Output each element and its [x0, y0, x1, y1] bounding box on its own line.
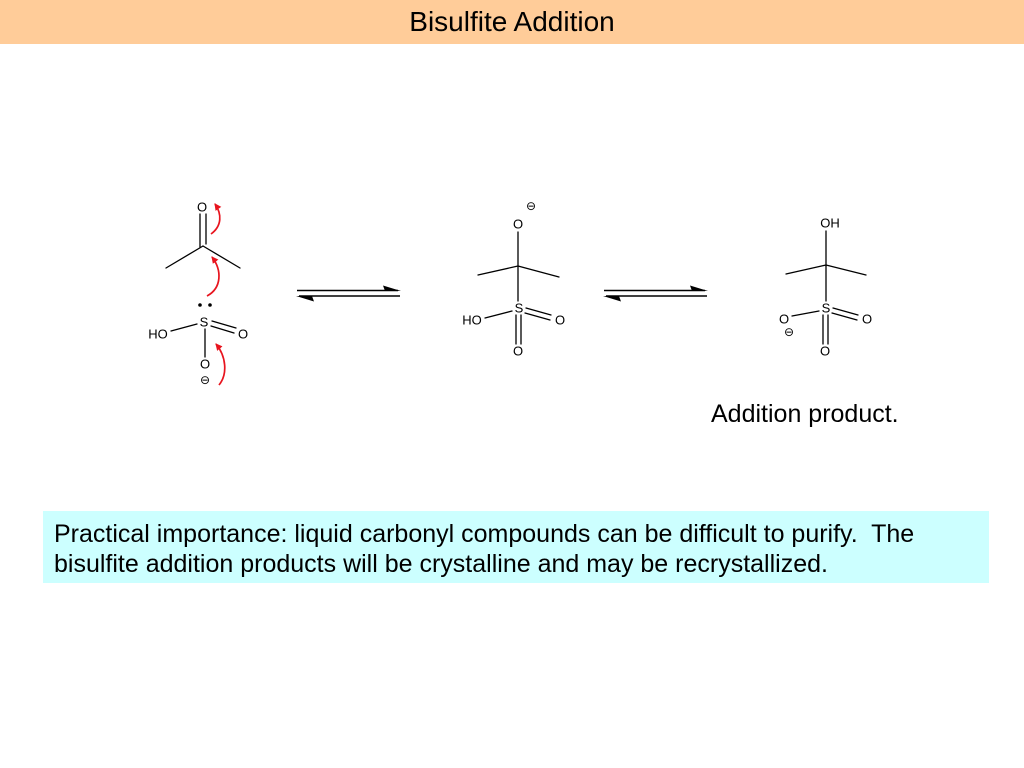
carbonyl-oxygen-label: O: [197, 200, 207, 215]
forward-arrow-head: [690, 285, 708, 291]
anion-oxygen-label: O: [779, 312, 789, 327]
methyl-bond-right: [202, 245, 241, 269]
hydroxyl-label: HO: [148, 327, 168, 342]
sulfonyl-oxygen-bottom-label: O: [513, 344, 523, 359]
s-o-right-double-bond-line-2: [831, 312, 858, 321]
sulfur-label: S: [515, 301, 524, 316]
o-s-bond: [791, 310, 820, 317]
curved-arrow-lone-pair-to-carbon: [206, 256, 220, 297]
sulfur-label: S: [200, 315, 209, 330]
equilibrium-arrows-2: [603, 285, 708, 302]
ho-s-bond: [484, 310, 513, 319]
sulfonyl-oxygen-bottom-label: O: [820, 344, 830, 359]
alkoxide-oxygen-label: O: [513, 217, 523, 232]
ho-s-bond: [170, 323, 198, 332]
curved-arrow-pi-to-oxygen: [210, 203, 222, 235]
negative-charge-icon: ⊖: [200, 373, 210, 387]
s-o-right-double-bond-line-2: [524, 312, 551, 321]
sulfonyl-oxygen-right-label: O: [862, 312, 872, 327]
reactant-structure: O S HO O O ⊖: [148, 200, 248, 388]
curved-arrow-oxyanion-to-sulfur: [215, 343, 226, 386]
sulfur-label: S: [822, 301, 831, 316]
s-o-right-double-bond-line-1: [832, 307, 859, 316]
s-o-double-bond-line-1: [211, 320, 237, 329]
methyl-bond-right: [517, 265, 560, 278]
product-caption: Addition product.: [711, 400, 899, 428]
negative-charge-icon: ⊖: [526, 199, 536, 213]
s-o-double-bond-line-2: [210, 325, 235, 334]
reverse-arrow-head: [296, 296, 314, 302]
equilibrium-arrows-1: [296, 285, 401, 302]
lone-pair-dot-2: [208, 303, 212, 307]
intermediate-structure: ⊖ O S HO O O: [462, 199, 565, 359]
lone-pair-dot-1: [198, 303, 202, 307]
sulfonyl-oxygen-label: O: [238, 327, 248, 342]
slide-title: Bisulfite Addition: [409, 6, 615, 37]
s-o-right-double-bond-line-1: [525, 307, 552, 316]
practical-importance-note: Practical importance: liquid carbonyl co…: [43, 511, 989, 583]
product-structure: OH S O ⊖ O O: [779, 216, 872, 359]
hydroxyl-label: HO: [462, 313, 482, 328]
sulfonyl-oxygen-right-label: O: [555, 313, 565, 328]
methyl-bond-left: [477, 265, 519, 276]
reverse-arrow-head: [603, 296, 621, 302]
hydroxyl-label: OH: [820, 216, 840, 231]
anion-oxygen-label: O: [200, 357, 210, 372]
negative-charge-icon: ⊖: [784, 325, 794, 339]
methyl-bond-left: [165, 245, 204, 269]
methyl-bond-right: [825, 264, 867, 276]
reaction-scheme: O S HO O O ⊖ ⊖ O S HO: [148, 199, 872, 388]
forward-arrow-head: [383, 285, 401, 291]
methyl-bond-left: [785, 264, 827, 275]
title-bar: Bisulfite Addition: [0, 0, 1024, 44]
